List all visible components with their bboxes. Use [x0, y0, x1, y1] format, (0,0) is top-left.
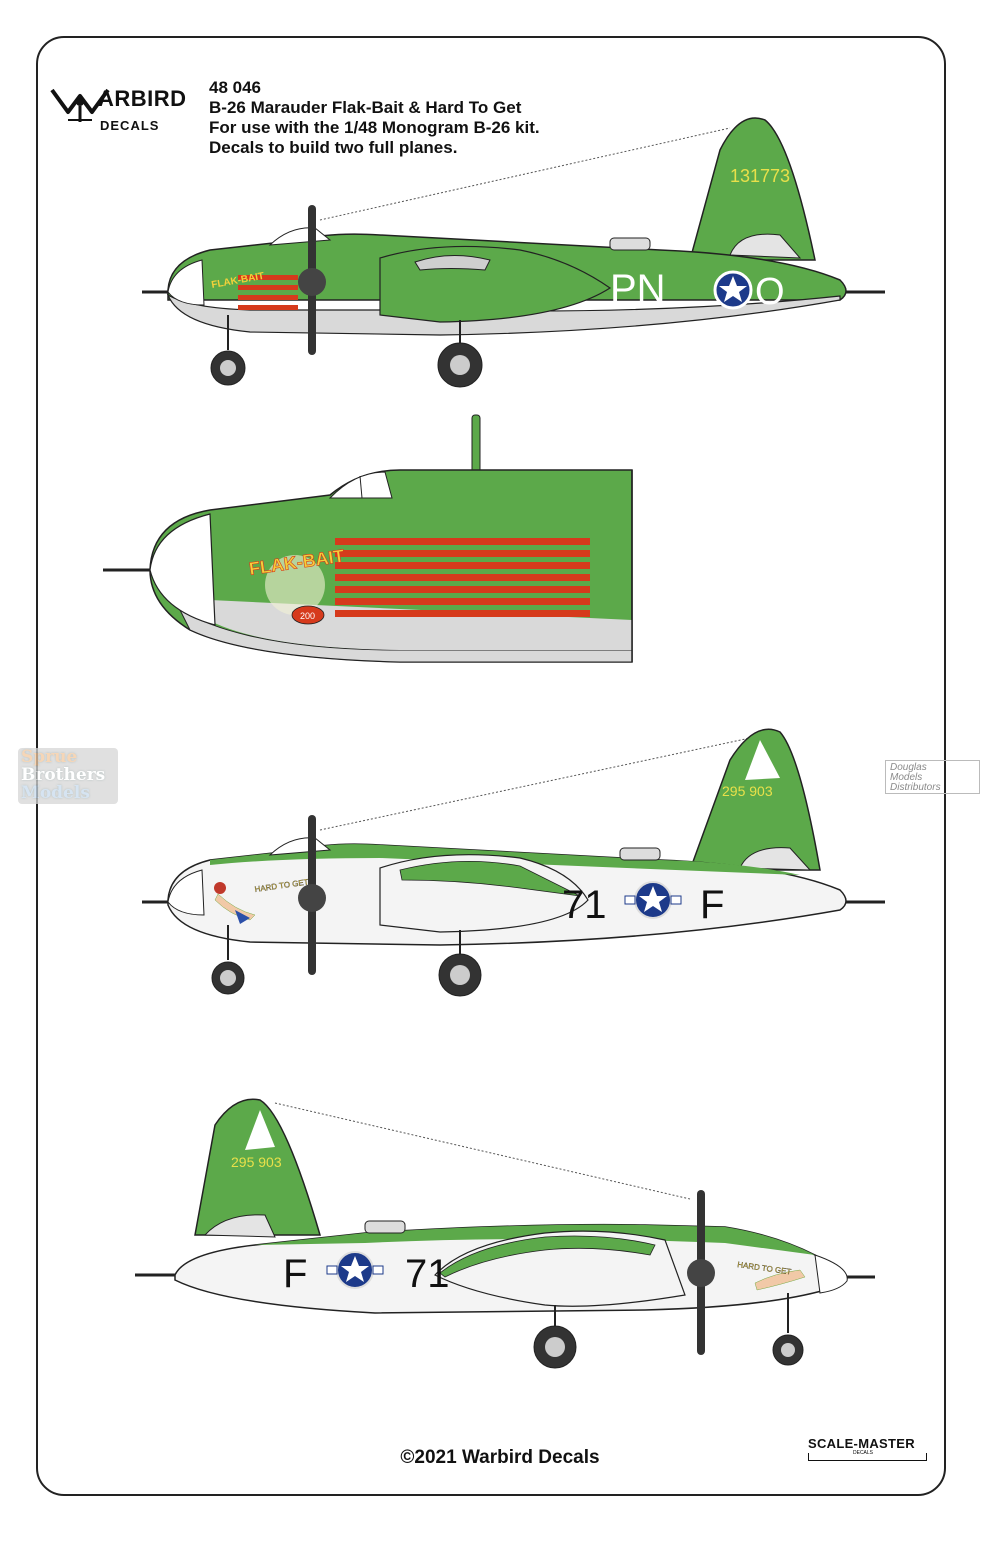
aircraft-letter: F: [283, 1252, 307, 1296]
tail-serial: 295 903: [231, 1154, 282, 1170]
squadron-code: 71: [562, 883, 607, 927]
hard-to-get-left-profile: HARD TO GET 295 903 71 F: [142, 728, 885, 997]
pinup-nose-art: [754, 1269, 806, 1291]
header-line-kit: For use with the 1/48 Monogram B-26 kit.: [209, 118, 540, 137]
corsair-w-icon: [50, 88, 110, 122]
flak-bait-profile: FLAK-BAIT 131773 PN O: [142, 117, 885, 388]
hard-to-get-right-profile: HARD TO GET 295 903 F 71: [135, 1098, 875, 1369]
sheet-header: 48 046 B-26 Marauder Flak-Bait & Hard To…: [209, 78, 709, 158]
pinup-nose-art: [214, 882, 256, 924]
copyright-footer: ©2021 Warbird Decals: [400, 1447, 600, 1468]
tail-serial: 131773: [730, 166, 790, 186]
svg-text:200: 200: [300, 611, 315, 621]
mission-marks-detail: [335, 538, 590, 617]
header-line-note: Decals to build two full planes.: [209, 138, 458, 157]
squadron-code: 71: [405, 1252, 450, 1296]
squadron-code: PN: [610, 267, 666, 311]
bomb-marker: 200: [291, 605, 325, 625]
douglas-models-watermark: Douglas Models Distributors: [885, 760, 980, 794]
aircraft-letter: O: [755, 271, 785, 313]
logo-brand: ARBIRD: [98, 86, 187, 111]
scalemaster-logo: SCALE-MASTER DECALS: [808, 1436, 933, 1464]
warbird-logo: ARBIRD DECALS: [50, 82, 195, 137]
tail-serial: 295 903: [722, 783, 773, 799]
header-line-title: B-26 Marauder Flak-Bait & Hard To Get: [209, 98, 522, 117]
sprue-brothers-watermark: Sprue Brothers Models: [18, 748, 118, 804]
mission-marks: [238, 275, 298, 310]
product-code: 48 046: [209, 78, 261, 97]
logo-sub: DECALS: [100, 118, 160, 133]
flak-bait-nose-detail: FLAK-BAIT 200: [103, 414, 633, 663]
propeller: [298, 205, 326, 355]
aircraft-letter: F: [700, 883, 724, 927]
